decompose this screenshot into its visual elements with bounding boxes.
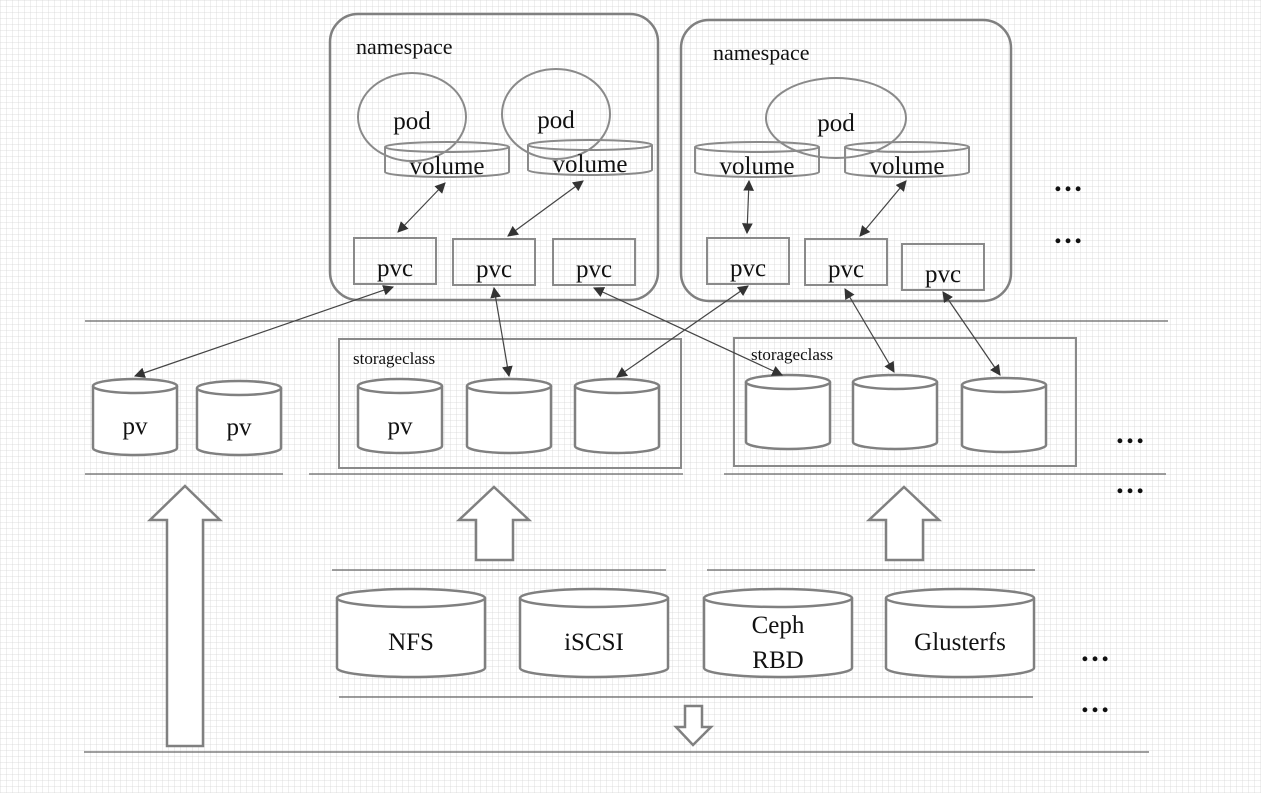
ellipsis-top-2: … <box>1053 217 1085 250</box>
backend-glusterfs: Glusterfs <box>884 587 1036 679</box>
backend-ceph-rbd: Ceph RBD <box>702 587 854 679</box>
pv-dynamic-2 <box>465 377 553 455</box>
pv-dynamic-3 <box>573 377 661 455</box>
backend-iscsi: iSCSI <box>518 587 670 679</box>
arrow-pvc2-pv-dynamic-2 <box>490 286 513 378</box>
pod-1-label: pod <box>393 108 431 135</box>
pod-3-shape <box>765 77 907 159</box>
arrow-pvc4-pv-dynamic-3 <box>616 285 749 378</box>
storageclass-2-boundary <box>733 337 1077 467</box>
volume-3: volume <box>694 141 820 180</box>
pvc-5-label: pvc <box>828 256 864 283</box>
pod-2-shape <box>501 68 611 160</box>
arrow-pvc6-pv-dynamic-6 <box>942 291 1001 376</box>
storageclass-2: storageclass <box>733 337 1077 467</box>
backend-glusterfs-label: Glusterfs <box>914 629 1006 656</box>
pvc-6-box <box>901 243 985 291</box>
ellipsis-pv-1: … <box>1115 417 1147 450</box>
backend-iscsi-label: iSCSI <box>564 629 624 656</box>
pvc-6-label: pvc <box>925 261 961 288</box>
pvc-2-box <box>452 238 536 286</box>
pvc-2-label: pvc <box>476 256 512 283</box>
volume-1-label: volume <box>410 153 485 180</box>
arrow-pvc4-volume3 <box>741 179 755 235</box>
storageclass-2-label: storageclass <box>751 345 833 364</box>
ellipsis-top-1: … <box>1053 165 1085 198</box>
arrow-pvc5-volume4 <box>859 180 907 237</box>
hollow-up-arrow-storageclass-1 <box>455 485 533 562</box>
volume-3-label: volume <box>720 153 795 180</box>
pv-dynamic-1-label: pv <box>388 413 414 440</box>
namespace-1-label: namespace <box>356 34 453 59</box>
volume-4-label: volume <box>870 153 945 180</box>
backend-nfs: NFS <box>335 587 487 679</box>
ellipsis-backend-2: … <box>1080 686 1112 719</box>
storageclass-1: storageclass pv <box>338 338 682 469</box>
pvc-1-box <box>353 237 437 285</box>
ellipsis-backend-1: … <box>1080 635 1112 668</box>
pvc-1-label: pvc <box>377 255 413 282</box>
pv-dynamic-5 <box>851 373 939 451</box>
pvc-5-box <box>804 238 888 286</box>
arrow-pvc5-pv-dynamic-5 <box>844 288 895 373</box>
pvc-3-label: pvc <box>576 256 612 283</box>
arrow-pvc1-pv-static-1 <box>133 285 395 378</box>
pv-static-2: pv <box>195 379 283 457</box>
volume-2-label: volume <box>553 151 628 178</box>
namespace-1: namespace pod pod volume volume pvc pvc … <box>328 12 660 302</box>
pvc-3-box <box>552 238 636 286</box>
backend-ceph-label-line2: RBD <box>752 647 803 674</box>
volume-4: volume <box>844 141 970 180</box>
hollow-down-arrow-small <box>673 704 715 747</box>
backend-ceph-label-line1: Ceph <box>752 612 805 639</box>
volume-2: volume <box>527 139 653 178</box>
pod-3-label: pod <box>817 110 855 137</box>
namespace-2: namespace pod volume volume pvc pvc pvc <box>679 18 1013 303</box>
pod-2-label: pod <box>537 107 575 134</box>
pvc-4-label: pvc <box>730 255 766 282</box>
pod-1-shape <box>357 72 467 162</box>
pvc-4-box <box>706 237 790 285</box>
ellipsis-pv-2: … <box>1115 467 1147 500</box>
pv-dynamic-6 <box>960 376 1048 454</box>
pv-dynamic-4 <box>744 373 832 451</box>
namespace-2-label: namespace <box>713 40 810 65</box>
pv-static-2-label: pv <box>227 414 253 441</box>
storageclass-1-label: storageclass <box>353 349 435 368</box>
hollow-up-arrow-storageclass-2 <box>865 485 943 562</box>
pv-static-1-label: pv <box>123 413 149 440</box>
pv-static-1: pv <box>91 377 179 457</box>
arrow-pvc2-volume2 <box>507 180 584 237</box>
hollow-up-arrow-static <box>146 484 224 748</box>
backend-nfs-label: NFS <box>388 629 434 656</box>
pv-dynamic-1: pv <box>356 377 444 455</box>
volume-1: volume <box>384 141 510 180</box>
arrow-pvc1-volume1 <box>397 182 446 233</box>
